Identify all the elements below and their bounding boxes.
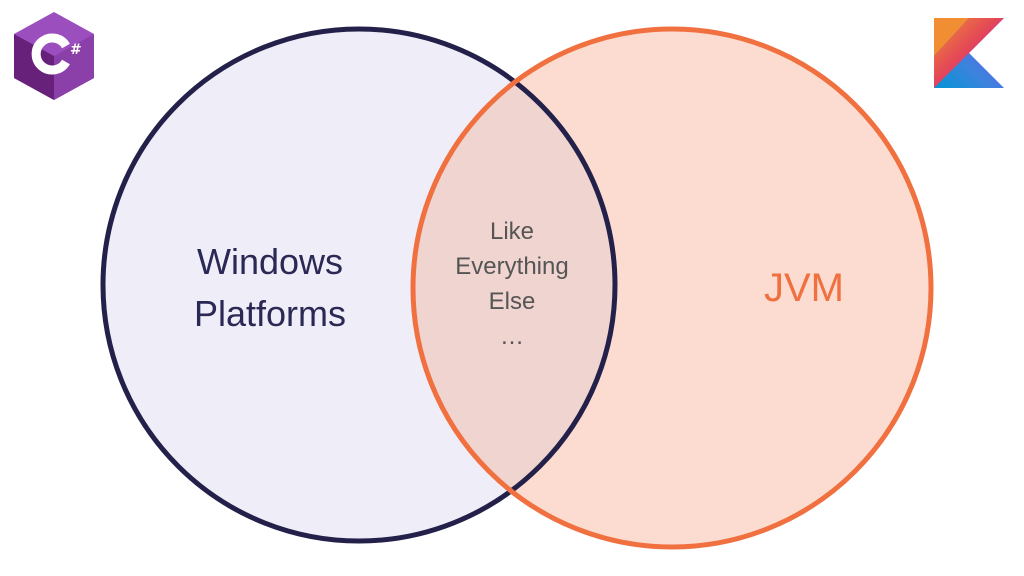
csharp-logo-icon: # <box>14 12 94 100</box>
left-set-label: Windows Platforms <box>150 236 390 340</box>
left-circle-outline <box>100 26 618 544</box>
left-set-label-line-1: Windows <box>196 241 344 282</box>
intersection-label-line-1: Like <box>489 218 535 245</box>
right-set-label-line-1: JVM <box>764 266 844 310</box>
left-set-label-line-2: Platforms <box>193 293 347 334</box>
intersection-label-line-2: Everything <box>455 253 569 280</box>
kotlin-logo-icon <box>934 18 1004 88</box>
right-circle-outline <box>410 26 934 550</box>
intersection-label-line-3: Else <box>488 288 536 315</box>
right-set-label: JVM <box>724 264 884 312</box>
overlap-region <box>413 29 615 541</box>
svg-text:#: # <box>70 42 82 58</box>
intersection-label: Like Everything Else … <box>432 214 592 354</box>
intersection-label-line-4: … <box>500 323 524 350</box>
